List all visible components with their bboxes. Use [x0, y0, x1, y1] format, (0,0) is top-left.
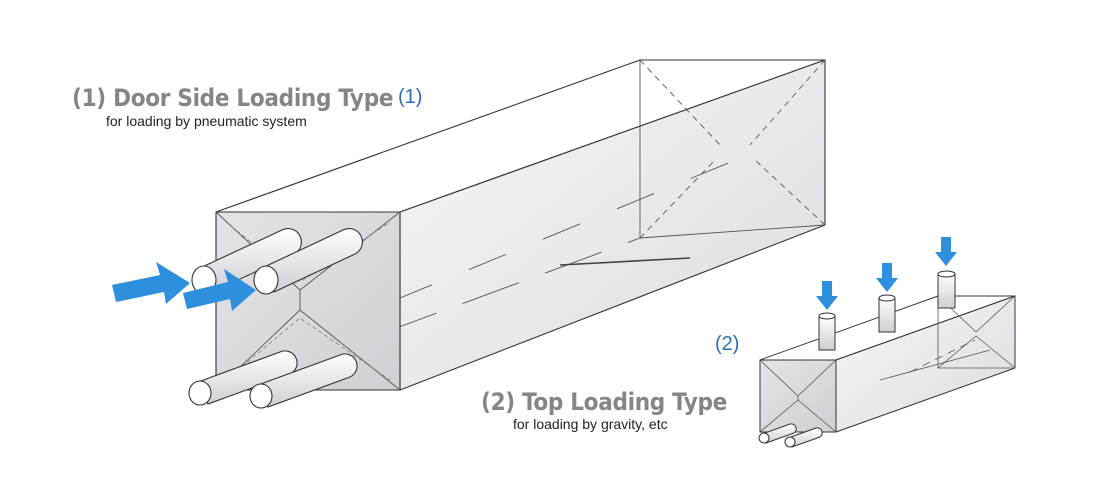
small-loading-tube-icon	[758, 423, 823, 448]
top-loading-number: (2)	[715, 333, 740, 355]
top-loading-subtitle: for loading by gravity, etc	[513, 416, 668, 432]
door-side-number: (1)	[398, 86, 423, 108]
top-loading-title: (2) Top Loading Type	[481, 388, 728, 416]
pneumatic-arrow-icon	[112, 262, 256, 311]
gravity-arrow-icon	[816, 237, 957, 310]
loading-tube-icon	[188, 228, 363, 409]
door-side-subtitle: for loading by pneumatic system	[106, 113, 307, 129]
top-spout-icon	[818, 270, 956, 351]
front-face-crease	[215, 211, 401, 391]
door-side-container	[214, 59, 826, 396]
door-side-title: (1) Door Side Loading Type	[72, 84, 394, 112]
